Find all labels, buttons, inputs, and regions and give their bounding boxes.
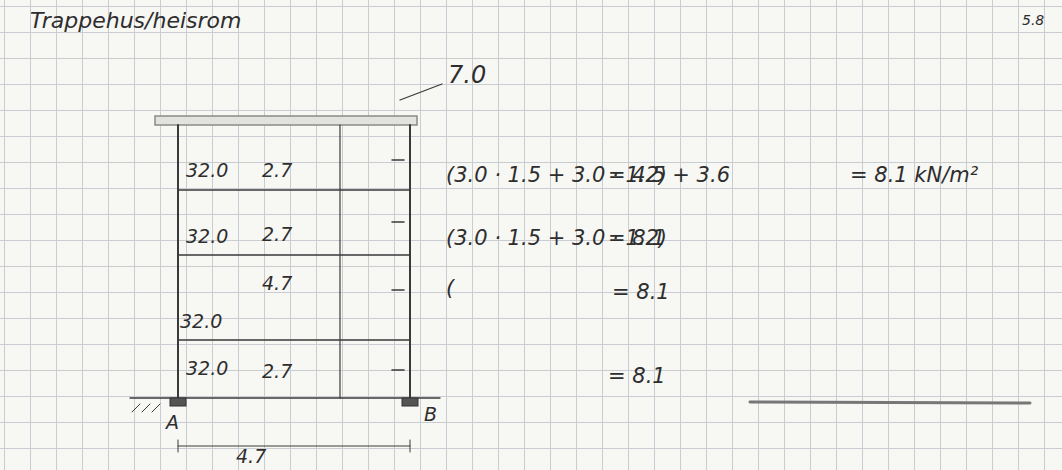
roof-load: 7.0: [448, 62, 486, 90]
load-formula: (: [446, 276, 454, 300]
sheet-title: Trappehus/heisrom: [30, 8, 241, 33]
floor-value: 4.7: [262, 273, 292, 295]
support-label: B: [424, 404, 437, 426]
floor-value: 32.0: [180, 311, 222, 333]
support-label: A: [166, 412, 179, 434]
load-result: = 8.1 kN/m²: [850, 163, 978, 187]
load-result: = 4.5 + 3.6: [608, 163, 730, 187]
dimension: 4.7: [236, 446, 266, 468]
load-result: = 8.1: [612, 280, 670, 304]
floor-value: 32.0: [186, 226, 228, 248]
load-result: = 8.1: [608, 226, 666, 250]
load-result: = 8.1: [608, 364, 666, 388]
floor-value: 2.7: [262, 160, 292, 182]
floor-value: 32.0: [186, 160, 228, 182]
page-number: 5.8: [1022, 12, 1044, 28]
floor-value: 32.0: [186, 358, 228, 380]
floor-value: 2.7: [262, 361, 292, 383]
floor-value: 2.7: [262, 224, 292, 246]
